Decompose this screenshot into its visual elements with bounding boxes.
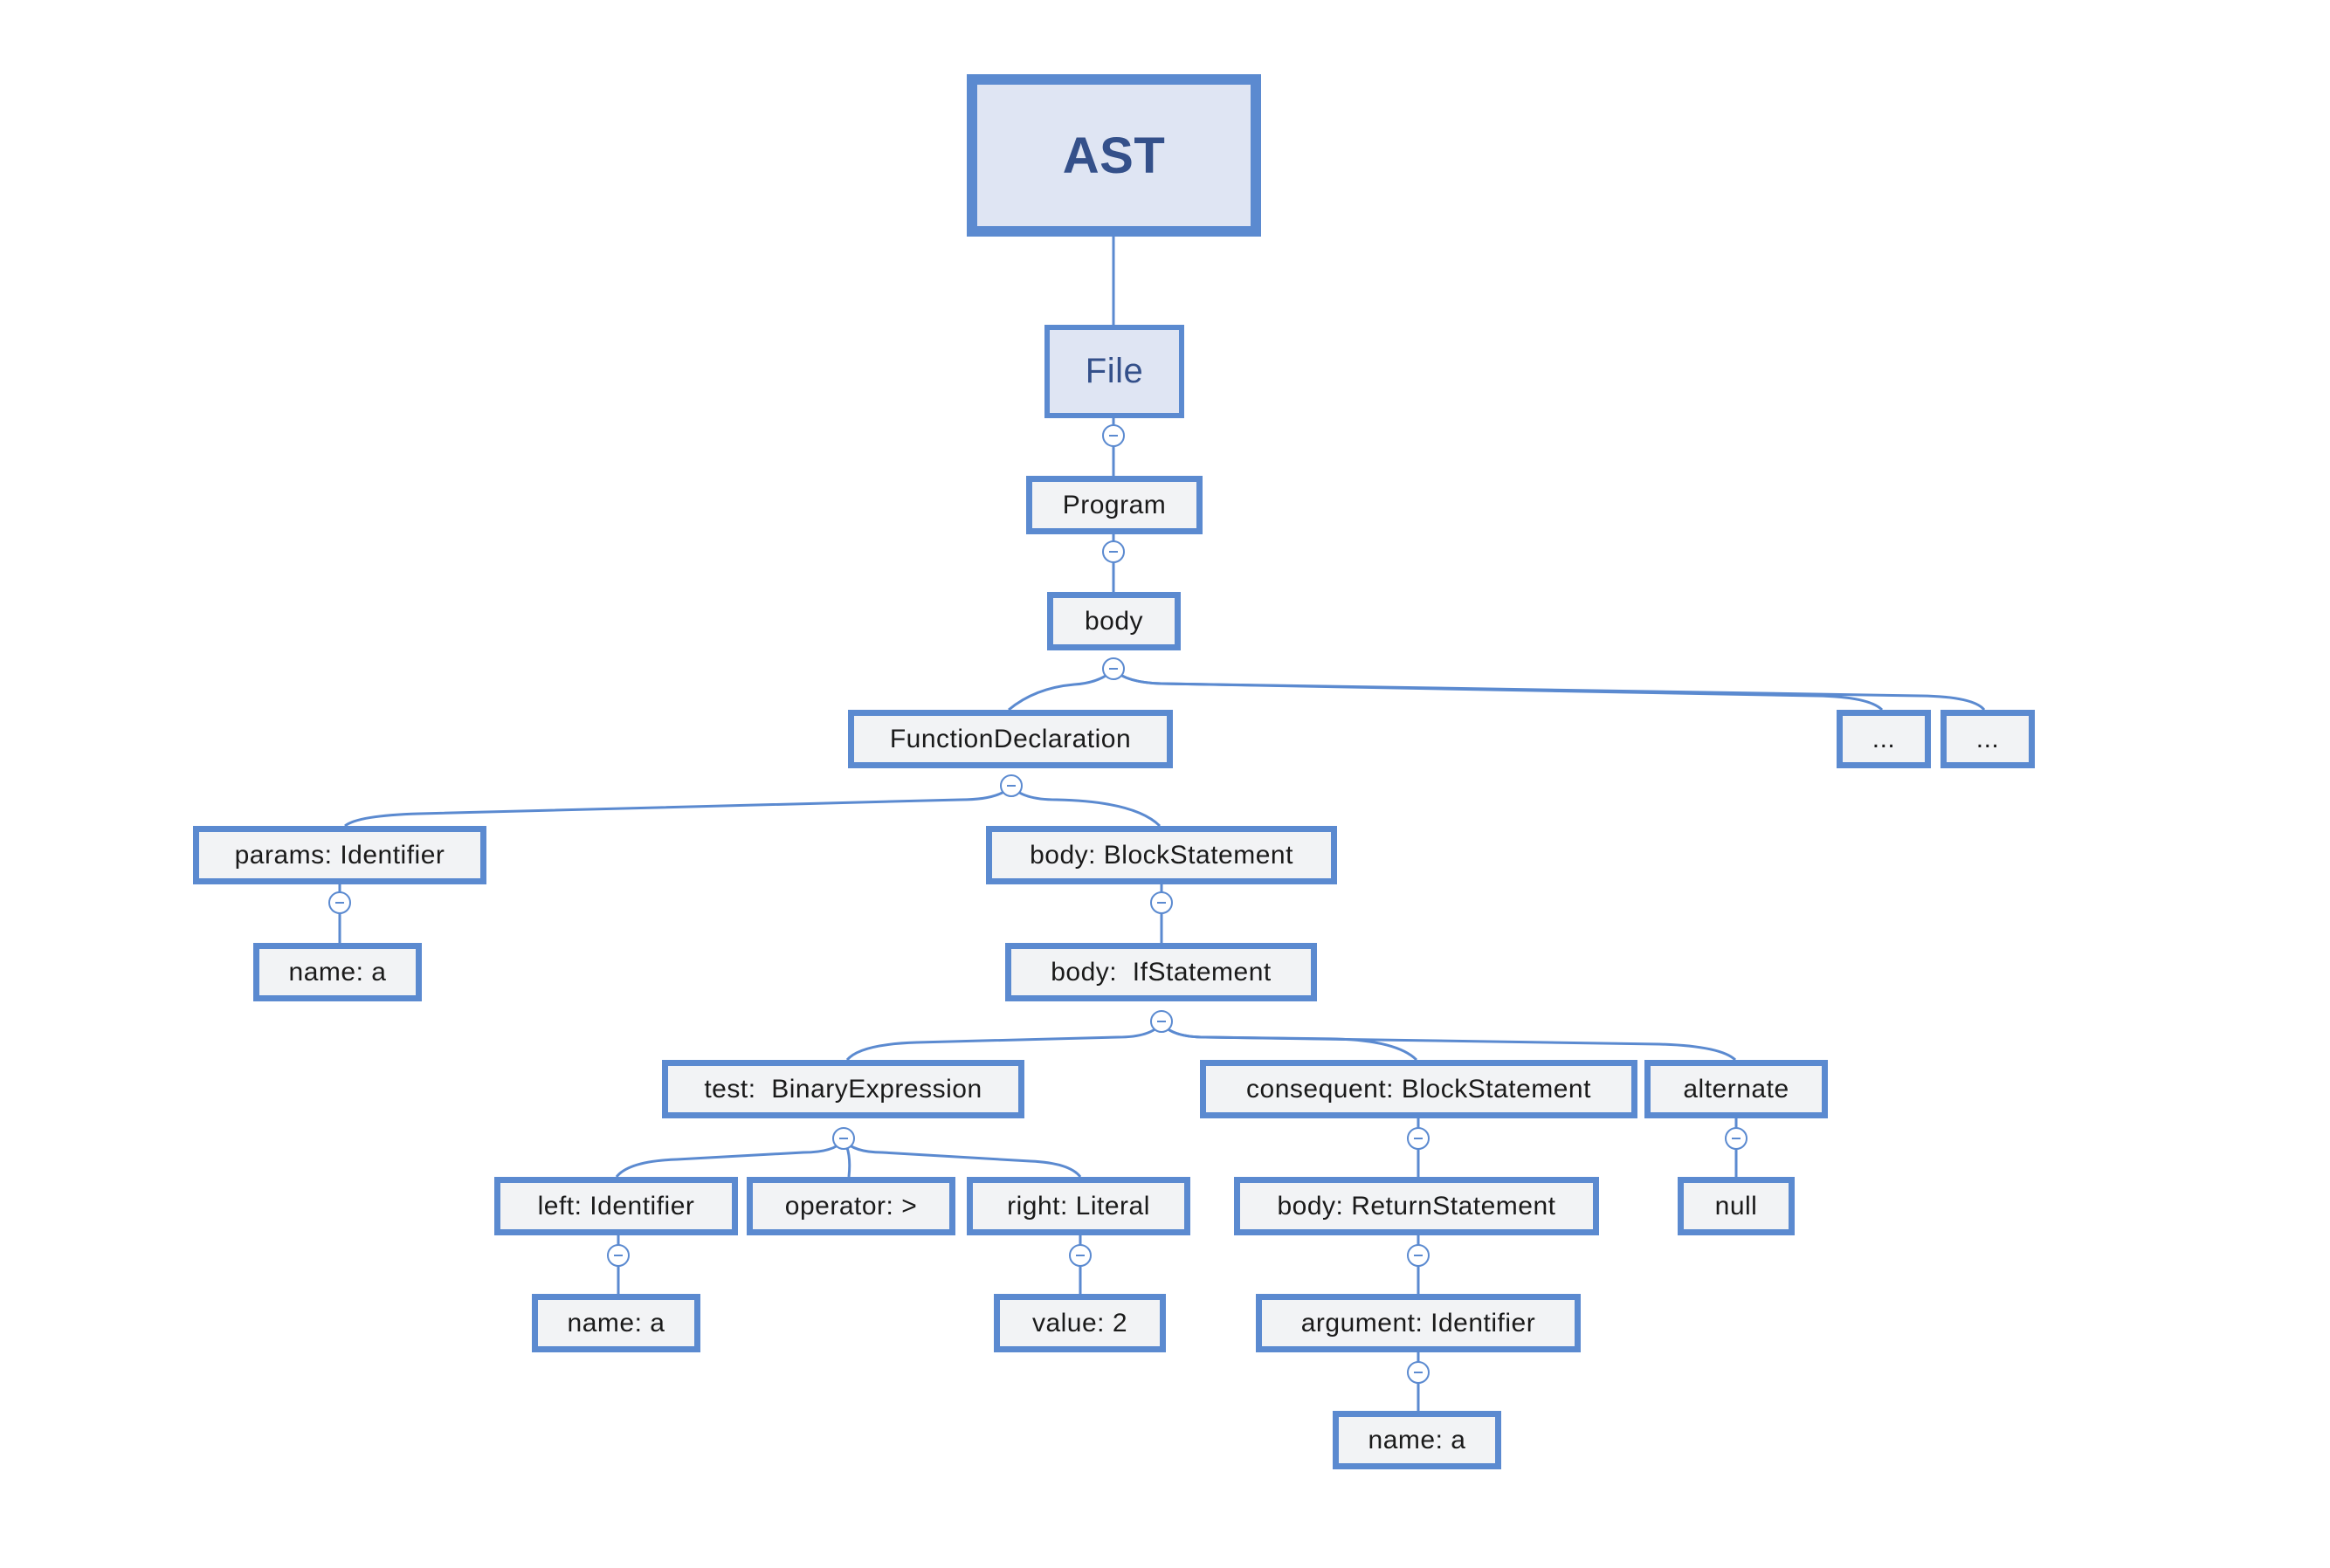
node-file: File: [1044, 325, 1184, 418]
edge-functiondeclaration-body: [1010, 785, 1162, 828]
collapse-test-toggle[interactable]: [832, 1127, 855, 1150]
node-right-value: value: 2: [994, 1294, 1166, 1352]
node-left-name: name: a: [532, 1294, 700, 1352]
node-argument: argument: Identifier: [1256, 1294, 1581, 1352]
edge-test-left: [615, 1138, 845, 1178]
node-operator: operator: >: [747, 1177, 955, 1235]
collapse-file-toggle[interactable]: [1102, 424, 1125, 447]
collapse-function-declaration-toggle[interactable]: [1000, 774, 1023, 797]
node-return-statement: body: ReturnStatement: [1234, 1177, 1599, 1235]
edge-body-functiondeclaration: [1008, 668, 1115, 712]
node-test: test: BinaryExpression: [662, 1060, 1024, 1118]
node-params-name: name: a: [253, 943, 422, 1001]
collapse-program-toggle[interactable]: [1102, 540, 1125, 563]
edge-ifstatement-alternate: [1160, 1022, 1737, 1062]
node-function-body: body: BlockStatement: [986, 826, 1337, 884]
edge-ifstatement-test: [845, 1022, 1163, 1062]
collapse-if-statement-toggle[interactable]: [1150, 1010, 1173, 1033]
collapse-return-statement-toggle[interactable]: [1407, 1244, 1430, 1267]
node-program: Program: [1026, 476, 1203, 534]
collapse-function-body-toggle[interactable]: [1150, 891, 1173, 914]
node-null: null: [1678, 1177, 1795, 1235]
edge-test-right: [842, 1138, 1082, 1178]
node-argument-name: name: a: [1333, 1411, 1501, 1469]
node-alternate: alternate: [1644, 1060, 1828, 1118]
collapse-argument-toggle[interactable]: [1407, 1361, 1430, 1384]
node-params: params: Identifier: [193, 826, 486, 884]
node-ellipsis-2: ...: [1941, 710, 2035, 768]
node-ast: AST: [967, 74, 1261, 237]
edge-body-ellipsis-2: [1112, 668, 1986, 712]
collapse-left-toggle[interactable]: [607, 1244, 630, 1267]
collapse-body-toggle[interactable]: [1102, 657, 1125, 680]
node-body: body: [1047, 592, 1181, 650]
node-consequent: consequent: BlockStatement: [1200, 1060, 1637, 1118]
collapse-alternate-toggle[interactable]: [1725, 1127, 1748, 1150]
edge-functiondeclaration-params: [344, 784, 1013, 828]
edge-ifstatement-consequent: [1160, 1022, 1418, 1062]
collapse-params-toggle[interactable]: [328, 891, 351, 914]
node-right: right: Literal: [967, 1177, 1190, 1235]
node-ellipsis-1: ...: [1837, 710, 1931, 768]
collapse-right-toggle[interactable]: [1069, 1244, 1092, 1267]
node-function-declaration: FunctionDeclaration: [848, 710, 1173, 768]
node-if-statement: body: IfStatement: [1005, 943, 1317, 1001]
collapse-consequent-toggle[interactable]: [1407, 1127, 1430, 1150]
node-left: left: Identifier: [494, 1177, 738, 1235]
